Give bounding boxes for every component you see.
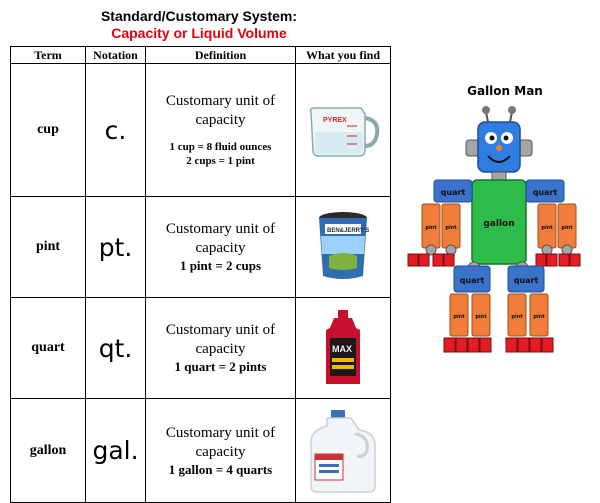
pint-label: pint xyxy=(511,314,523,320)
antenna-right xyxy=(508,106,516,114)
pint-box xyxy=(507,293,527,337)
find-cell xyxy=(295,398,391,503)
cup-box xyxy=(546,253,558,267)
term-cell: cup xyxy=(10,63,86,197)
motor-oil-bottle-image: MAX xyxy=(326,310,360,384)
quart-label: quart xyxy=(441,188,466,197)
cup-box xyxy=(443,253,455,267)
pint-label: pint xyxy=(453,314,465,320)
quart-left-arm xyxy=(433,179,473,203)
definition-cell: Customary unit of capacity 1 gallon = 4 … xyxy=(145,398,296,503)
cup-box xyxy=(541,337,554,353)
header-notation: Notation xyxy=(85,46,146,64)
page-title: Standard/Customary System: xyxy=(100,8,298,24)
pint-brand-text: BEN&JERRY'S xyxy=(327,228,369,234)
header-what-you-find: What you find xyxy=(295,46,391,64)
robot-nose xyxy=(496,145,502,151)
quart-label: quart xyxy=(514,276,539,285)
definition-cell: Customary unit of capacity 1 pint = 2 cu… xyxy=(145,196,296,298)
cup-box xyxy=(517,337,530,353)
find-cell: MAX xyxy=(295,297,391,399)
table-row: quart qt. Customary unit of capacity 1 q… xyxy=(10,297,391,399)
pint-box xyxy=(529,293,549,337)
ice-cream-pint-image: BEN&JERRY'S xyxy=(319,212,369,279)
find-cell: PYREX xyxy=(295,63,391,197)
cup-box xyxy=(467,337,480,353)
notation-cell: c. xyxy=(85,63,146,197)
quart-right-leg xyxy=(507,265,545,293)
pint-label: pint xyxy=(445,225,457,231)
page-subtitle: Capacity or Liquid Volume xyxy=(111,25,287,41)
pint-label: pint xyxy=(475,314,487,320)
cup-box xyxy=(418,253,430,267)
antenna-left xyxy=(482,106,490,114)
definition-text: Customary unit of capacity xyxy=(165,322,276,357)
gallon-body xyxy=(471,179,527,265)
definition-cell: Customary unit of capacity 1 quart = 2 p… xyxy=(145,297,296,399)
table-row: gallon gal. Customary unit of capacity 1… xyxy=(10,398,391,503)
cup-box xyxy=(558,253,570,267)
cup-box xyxy=(407,253,419,267)
table-header-row: Term Notation Definition What you find xyxy=(10,46,391,64)
cup-brand-text: PYREX xyxy=(323,117,347,124)
cup-box xyxy=(529,337,542,353)
conversion-text: 1 pint = 2 cups xyxy=(179,258,262,273)
gallon-man-diagram: gallon quart pint pint quart pint pint q… xyxy=(407,106,581,353)
notation-cell: gal. xyxy=(85,398,146,503)
term-cell: pint xyxy=(10,196,86,298)
cup-box xyxy=(432,253,444,267)
table-row: pint pt. Customary unit of capacity 1 pi… xyxy=(10,196,391,298)
conversion-text: 1 gallon = 4 quarts xyxy=(168,461,273,477)
conversion-text: 1 cup = 8 fluid ounces xyxy=(169,141,272,153)
cup-box xyxy=(443,337,456,353)
cup-box xyxy=(535,253,547,267)
oil-brand-text: MAX xyxy=(332,344,352,354)
quart-label: quart xyxy=(533,188,558,197)
find-cell: BEN&JERRY'S xyxy=(295,196,391,298)
pint-label: pint xyxy=(533,314,545,320)
definition-text: Customary unit of capacity xyxy=(165,221,276,256)
conversion-text: 1 quart = 2 pints xyxy=(174,359,267,374)
notation-cell: qt. xyxy=(85,297,146,399)
pint-label: pint xyxy=(561,225,573,231)
pint-label: pint xyxy=(425,225,437,231)
definition-cell: Customary unit of capacity 1 cup = 8 flu… xyxy=(145,63,296,197)
definition-text: Customary unit of capacity xyxy=(165,93,276,128)
cup-box xyxy=(505,337,518,353)
quart-right-arm xyxy=(525,179,565,203)
table-row: cup c. Customary unit of capacity 1 cup … xyxy=(10,63,391,197)
cup-box xyxy=(569,253,581,267)
cup-box xyxy=(479,337,492,353)
gallon-man-title: Gallon Man xyxy=(467,84,543,98)
header-term: Term xyxy=(10,46,86,64)
pint-box xyxy=(471,293,491,337)
pint-label: pint xyxy=(541,225,553,231)
notation-cell: pt. xyxy=(85,196,146,298)
gallon-label: gallon xyxy=(483,219,514,229)
measuring-cup-image: PYREX xyxy=(309,107,380,157)
quart-left-leg xyxy=(453,265,491,293)
conversion-text: 2 cups = 1 pint xyxy=(186,155,255,167)
definition-text: Customary unit of capacity xyxy=(165,424,276,460)
page-header: Standard/Customary System: Capacity or L… xyxy=(10,8,388,42)
term-cell: quart xyxy=(10,297,86,399)
quart-label: quart xyxy=(460,276,485,285)
cup-box xyxy=(455,337,468,353)
pint-box xyxy=(449,293,469,337)
units-table: Term Notation Definition What you find c… xyxy=(10,46,391,503)
milk-jug-image xyxy=(310,409,376,493)
header-definition: Definition xyxy=(145,46,296,64)
term-cell: gallon xyxy=(10,398,86,503)
